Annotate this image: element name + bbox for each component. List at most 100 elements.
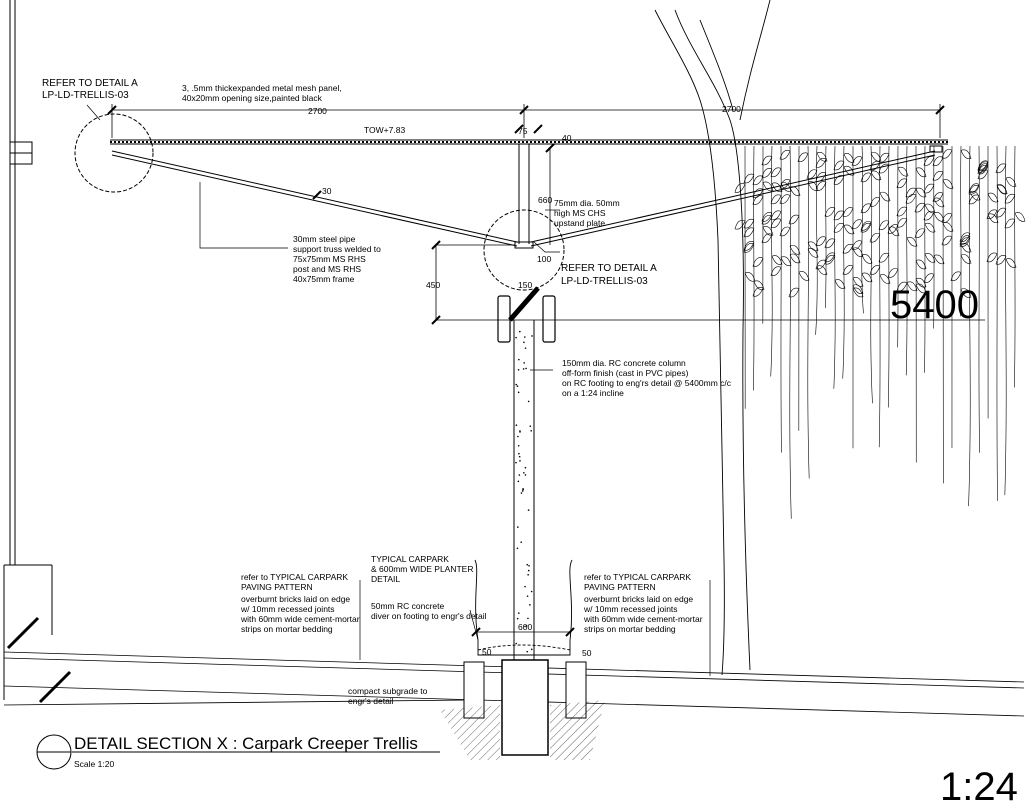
vine-leaf xyxy=(960,288,972,298)
vine-leaf xyxy=(752,195,764,205)
vine-leaf xyxy=(779,226,791,237)
vine-leaf xyxy=(878,152,890,163)
concrete-speckle xyxy=(523,341,525,344)
vine-stem xyxy=(1004,145,1007,496)
concrete-speckle xyxy=(529,425,532,427)
vine-leaf xyxy=(852,277,864,287)
vine-leaf xyxy=(852,287,864,298)
vine-leaf xyxy=(897,166,909,177)
vine-leaf xyxy=(941,213,953,223)
mesh-note-2: 40x20mm opening size,painted black xyxy=(182,93,323,103)
concrete-speckle xyxy=(517,526,519,528)
vine-leaf xyxy=(843,153,855,163)
paving-left-5: with 60mm wide cement-mortar xyxy=(240,614,360,624)
column-note-2: off-form finish (cast in PVC pipes) xyxy=(562,368,689,378)
dim-30: 30 xyxy=(322,186,332,196)
vine-leaf xyxy=(924,253,936,263)
vine-leaf xyxy=(950,271,962,282)
refer-detail-a-right-ref: LP-LD-TRELLIS-03 xyxy=(561,276,648,287)
paving-left-3: overburnt bricks laid on edge xyxy=(241,594,350,604)
pipe-note-5: 40x75mm frame xyxy=(293,274,355,284)
vine-leaf xyxy=(771,255,783,265)
vine-leaf xyxy=(959,237,971,247)
vine-leaf xyxy=(851,219,863,229)
vine-stem xyxy=(815,145,818,335)
paving-right-1: refer to TYPICAL CARPARK xyxy=(584,572,691,582)
vine-leaf xyxy=(780,256,792,266)
vine-leaf xyxy=(905,194,917,204)
vine-leaf xyxy=(770,218,782,229)
vine-leaf xyxy=(834,279,846,289)
vine-leaf xyxy=(941,235,953,246)
footing xyxy=(440,659,605,760)
vine-leaf xyxy=(932,170,944,181)
concrete-speckle xyxy=(517,368,520,371)
vine-leaf xyxy=(968,183,980,193)
vine-leaf xyxy=(977,164,989,175)
paving-right-5: with 60mm wide cement-mortar xyxy=(583,614,703,624)
vine-leaf xyxy=(869,265,881,275)
dim-75: 75 xyxy=(518,126,528,136)
vine-leaf xyxy=(824,207,836,217)
planter xyxy=(474,559,573,656)
vine-leaf xyxy=(932,156,944,166)
vine-stem xyxy=(1014,145,1016,388)
vine-leaf xyxy=(734,219,746,230)
paving-right-2: PAVING PATTERN xyxy=(584,582,656,592)
dim-150: 150 xyxy=(518,280,532,290)
vine-leaf xyxy=(924,222,936,233)
vine-leaf xyxy=(869,232,881,243)
concrete-speckle xyxy=(515,336,517,339)
vine-stem xyxy=(833,145,836,389)
concrete-speckle xyxy=(523,471,525,474)
dim-50-right: 50 xyxy=(582,648,592,658)
concrete-speckle xyxy=(526,650,529,653)
vine-leaf xyxy=(779,179,791,189)
vine-leaf xyxy=(933,254,945,265)
vine-stem xyxy=(780,145,782,453)
vine-leaf xyxy=(1004,193,1016,204)
vine-leaf xyxy=(914,228,926,239)
vine-leaf xyxy=(807,241,819,252)
vine-leaf xyxy=(779,194,791,204)
dim-660: 660 xyxy=(538,195,552,205)
dim-2700-left: 2700 xyxy=(308,106,327,116)
concrete-speckle xyxy=(515,461,517,464)
concrete-speckle xyxy=(529,604,531,606)
concrete-speckle xyxy=(519,460,521,462)
column-note-4: on a 1:24 incline xyxy=(562,388,624,398)
vine-leaf xyxy=(833,210,845,221)
vine-leaf xyxy=(923,183,935,194)
vine-leaf xyxy=(923,210,935,221)
concrete-speckle xyxy=(517,391,520,394)
vine-leaf xyxy=(752,175,764,186)
vine-leaf xyxy=(815,259,827,270)
pipe-note-4: post and MS RHS xyxy=(293,264,361,274)
vine-leaf xyxy=(743,173,755,184)
vine-leaf xyxy=(788,214,800,225)
concrete-speckle xyxy=(526,595,529,597)
concrete-speckle xyxy=(524,625,526,628)
concrete-speckle xyxy=(527,400,530,403)
vine-leaf xyxy=(761,214,773,225)
vine-leaf xyxy=(888,226,900,237)
vine-leaf xyxy=(824,238,836,249)
concrete-speckle xyxy=(519,330,521,333)
vine-leaf xyxy=(807,181,819,191)
incline-ratio: 1:24 xyxy=(940,765,1018,809)
vine-leaf xyxy=(789,253,801,264)
subgrade-note-1: compact subgrade to xyxy=(348,686,428,696)
vine-leaf xyxy=(932,192,944,202)
vine-leaf xyxy=(860,221,872,231)
vine-leaf xyxy=(761,155,773,166)
concrete-speckle xyxy=(527,569,530,572)
concrete-speckle xyxy=(515,383,518,386)
vine-leaf xyxy=(896,178,908,189)
annotations: REFER TO DETAIL A LP-LD-TRELLIS-03 3, .5… xyxy=(42,78,1018,809)
vine-leaf xyxy=(851,240,863,250)
vine-leaf xyxy=(1014,212,1026,222)
drawing-scale: Scale 1:20 xyxy=(74,759,114,769)
vine-leaf xyxy=(824,252,836,263)
vine-leaf xyxy=(879,191,891,202)
vine-leaf xyxy=(959,232,971,243)
